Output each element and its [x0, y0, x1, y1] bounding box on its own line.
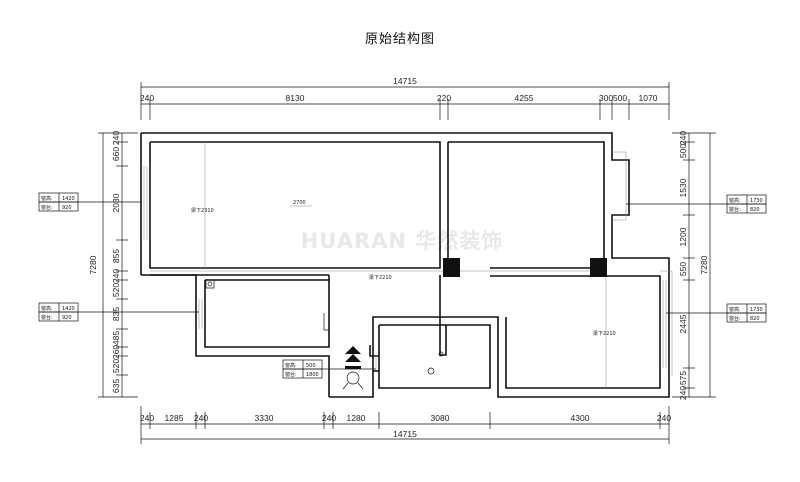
dim-bottom-total: 14715 [393, 429, 417, 439]
dim-right-seg: 500 [678, 144, 688, 158]
svg-text:1730: 1730 [750, 198, 763, 204]
svg-text:窗台:: 窗台: [41, 204, 53, 211]
svg-text:窗台:: 窗台: [729, 206, 741, 213]
dim-left-seg: 260 [111, 345, 121, 359]
watermark: HUARAN 华然装饰 [301, 229, 504, 253]
entry-arrow-icon [342, 346, 364, 390]
dim-bottom-seg: 3330 [255, 413, 274, 423]
dim-top-seg: 500 [613, 93, 627, 103]
walls [140, 132, 670, 398]
ceiling-height: 2700 [293, 200, 306, 206]
page-title: 原始结构图 [364, 31, 435, 46]
dim-bottom-seg: 240 [322, 413, 336, 423]
dim-top-total: 14715 [393, 76, 417, 86]
dim-bottom-seg: 4300 [571, 413, 590, 423]
dim-left-seg: 2030 [111, 193, 121, 212]
dim-right-seg: 1530 [678, 178, 688, 197]
dim-left-seg: 520 [111, 359, 121, 373]
svg-text:920: 920 [62, 315, 72, 321]
beam-lines [150, 142, 607, 388]
dim-top-seg: 8130 [286, 93, 305, 103]
dim-left-seg: 485 [111, 331, 121, 345]
fixture [207, 281, 213, 287]
svg-text:窗台:: 窗台: [41, 314, 53, 321]
dim-bottom-seg: 240 [194, 413, 208, 423]
dim-bottom-seg: 3080 [431, 413, 450, 423]
window-frames [143, 151, 673, 376]
left-dimensions: 7280 240 660 2030 855 240 520 835 485 26… [88, 131, 138, 398]
fixture [438, 351, 444, 357]
svg-text:500: 500 [306, 363, 316, 369]
dim-top-seg: 220 [437, 93, 451, 103]
svg-text:窗高:: 窗高: [729, 197, 741, 204]
dim-right-seg: 240 [678, 131, 688, 145]
beam-label: 梁下2210 [593, 330, 616, 337]
drain-icon [427, 367, 435, 375]
window-tag-right-top: 窗高: 1730 窗台: 820 [626, 194, 767, 214]
window-tag-entrance: 窗高: 500 窗台: 1800 [282, 359, 376, 379]
dim-bottom-seg: 1280 [347, 413, 366, 423]
dim-right-seg: 550 [678, 262, 688, 276]
dim-left-total: 7280 [88, 255, 98, 274]
beam-label: 梁下2310 [191, 207, 214, 214]
dim-top-seg: 1070 [639, 93, 658, 103]
column [590, 258, 607, 277]
svg-text:窗高:: 窗高: [41, 305, 53, 312]
dim-left-seg: 660 [111, 147, 121, 161]
top-dimensions: 14715 240 8130 220 4255 300 500 1070 [140, 76, 670, 120]
svg-text:窗高:: 窗高: [41, 195, 53, 202]
svg-text:窗台:: 窗台: [729, 315, 741, 322]
dim-left-seg: 240 [111, 131, 121, 145]
svg-text:1800: 1800 [306, 372, 319, 378]
window-tag-right-bottom: 窗高: 1730 窗台: 820 [666, 303, 767, 323]
dim-bottom-seg: 240 [657, 413, 671, 423]
bottom-dimensions: 240 1285 240 3330 240 1280 3080 4300 240… [140, 406, 671, 444]
dim-right-total: 7280 [699, 255, 709, 274]
svg-text:窗台:: 窗台: [285, 371, 297, 378]
fixture [205, 279, 215, 289]
dim-left-seg: 835 [111, 307, 121, 321]
dim-top-seg: 4255 [515, 93, 534, 103]
svg-text:1420: 1420 [62, 196, 75, 202]
dim-left-seg: 520 [111, 283, 121, 297]
column [443, 258, 460, 277]
dim-right-seg: 240 [678, 386, 688, 400]
dim-right-seg: 575 [678, 371, 688, 385]
svg-text:820: 820 [750, 207, 760, 213]
beam-label: 梁下2210 [369, 274, 392, 281]
window-tag-left-top: 窗高: 1420 窗台: 920 [38, 192, 141, 212]
svg-text:820: 820 [750, 316, 760, 322]
svg-text:1730: 1730 [750, 307, 763, 313]
dim-bottom-seg: 1285 [165, 413, 184, 423]
svg-text:920: 920 [62, 205, 72, 211]
right-dimensions: 240 500 1530 1200 550 2445 575 240 7280 [672, 131, 716, 400]
svg-text:窗高:: 窗高: [285, 362, 297, 369]
fixture [323, 313, 329, 331]
dim-left-seg: 635 [111, 379, 121, 393]
dim-bottom-seg: 240 [140, 413, 154, 423]
svg-text:1420: 1420 [62, 306, 75, 312]
dim-right-seg: 1200 [678, 227, 688, 246]
window-tag-left-bottom: 窗高: 1420 窗台: 920 [38, 302, 199, 322]
dim-left-seg: 855 [111, 249, 121, 263]
svg-text:窗高:: 窗高: [729, 306, 741, 313]
dim-top-seg: 240 [140, 93, 154, 103]
dim-top-seg: 300 [599, 93, 613, 103]
dim-left-seg: 240 [111, 269, 121, 283]
dim-right-seg: 2445 [678, 314, 688, 333]
